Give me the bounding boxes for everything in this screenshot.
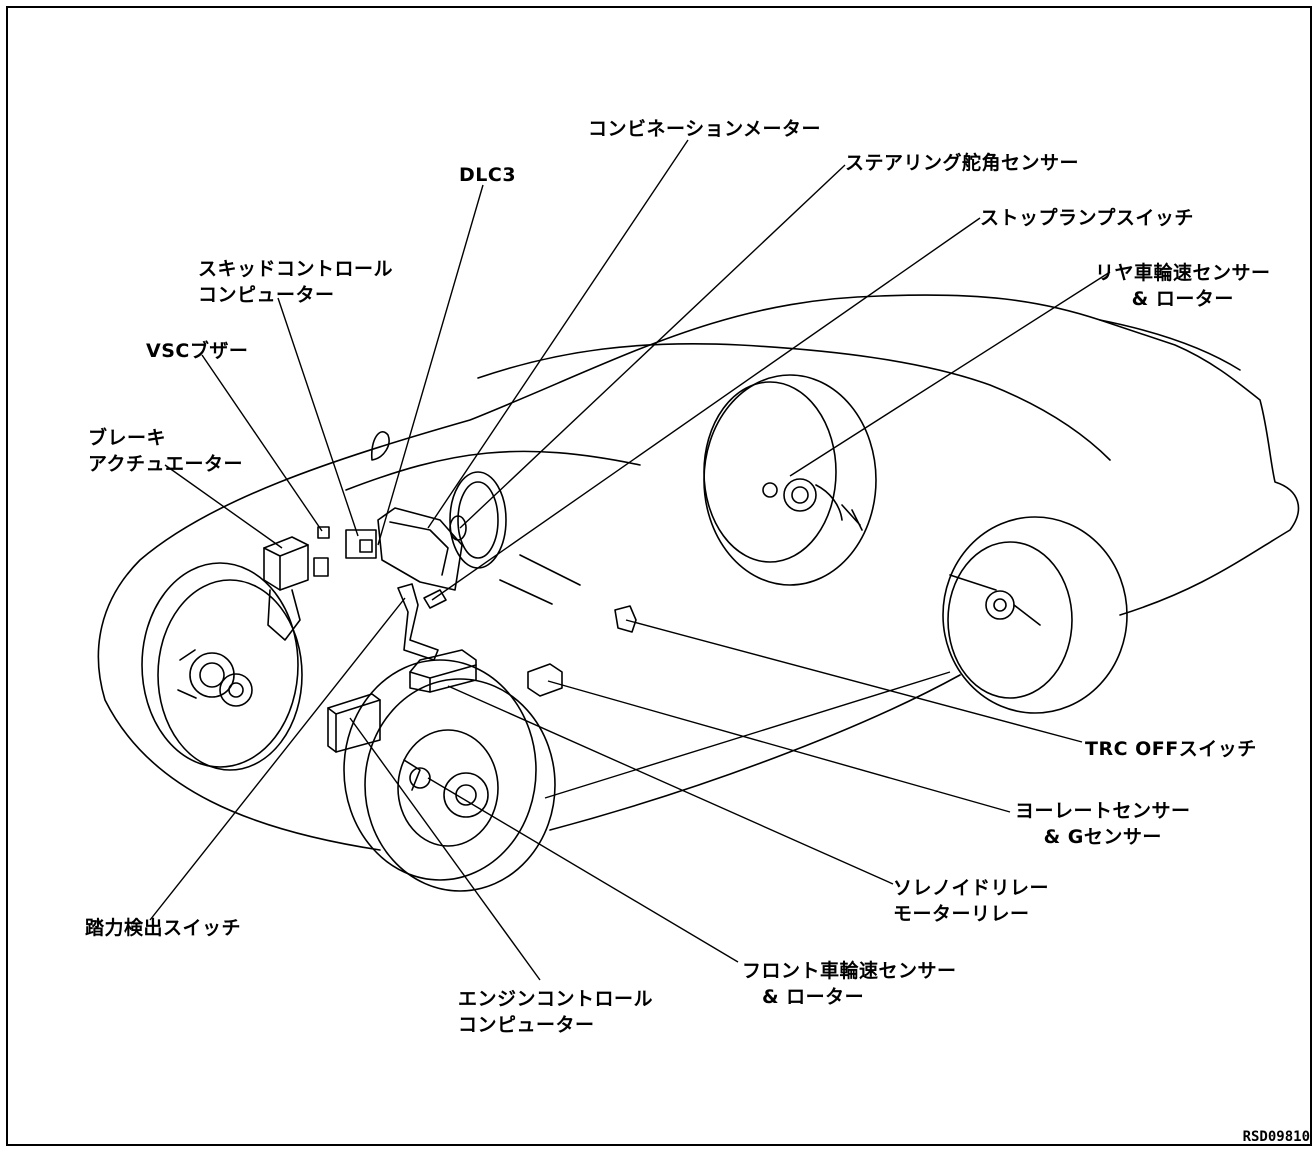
- label-pedal-force-switch: 踏力検出スイッチ: [85, 915, 241, 941]
- leader-front-sensor-rear: [545, 672, 950, 798]
- leader-stop-lamp: [432, 218, 980, 600]
- figure-code: RSD09810: [1243, 1129, 1310, 1145]
- pedal-switch: [398, 584, 438, 660]
- label-vsc-buzzer: VSCブザー: [146, 338, 248, 364]
- mirror: [372, 432, 389, 460]
- leader-brake-actuator: [165, 465, 282, 548]
- front-left-wheel: [142, 563, 302, 770]
- floor-line-2: [500, 580, 552, 604]
- label-rear-wheel-speed-sensor: リヤ車輪速センサー& ローター: [1095, 260, 1271, 312]
- label-steering-angle-sensor: ステアリング舵角センサー: [845, 150, 1079, 176]
- label-brake-actuator: ブレーキアクチュエーター: [88, 425, 243, 477]
- brake-actuator-unit: [264, 537, 328, 640]
- label-engine-control-computer: エンジンコントロールコンピューター: [458, 986, 653, 1038]
- label-trc-off-switch: TRC OFFスイッチ: [1085, 736, 1257, 762]
- leader-steering-sensor: [460, 165, 845, 528]
- leader-skid-computer: [278, 298, 358, 536]
- yaw-sensor-body: [528, 664, 562, 696]
- leader-combination-meter: [428, 140, 688, 528]
- label-yaw-rate-sensor: ヨーレートセンサー& Gセンサー: [1015, 798, 1191, 850]
- label-combination-meter: コンビネーションメーター: [588, 116, 821, 142]
- rear-left-wheel: [704, 375, 876, 585]
- relay-box: [410, 650, 476, 692]
- label-dlc3: DLC3: [459, 162, 516, 188]
- label-stop-lamp-switch: ストップランプスイッチ: [980, 205, 1194, 231]
- windshield-line: [478, 344, 1110, 460]
- label-solenoid-relay: ソレノイドリレーモーターリレー: [893, 875, 1049, 927]
- leader-dlc3: [378, 185, 483, 545]
- cowl-line: [346, 451, 640, 490]
- leader-trc-switch: [626, 620, 1082, 742]
- leader-front-sensor: [428, 778, 738, 962]
- side-line: [550, 675, 960, 830]
- skid-box-side: [360, 540, 372, 552]
- leader-rear-sensor: [790, 272, 1110, 476]
- floor-line: [520, 555, 580, 585]
- leader-yaw-sensor: [548, 681, 1010, 812]
- label-skid-control-computer: スキッドコントロールコンピューター: [198, 256, 393, 308]
- trc-switch-body: [615, 606, 636, 632]
- rear-right-wheel: [943, 517, 1127, 713]
- label-front-wheel-speed-sensor: フロント車輪速センサー& ローター: [742, 958, 957, 1010]
- dash-inner: [390, 522, 448, 575]
